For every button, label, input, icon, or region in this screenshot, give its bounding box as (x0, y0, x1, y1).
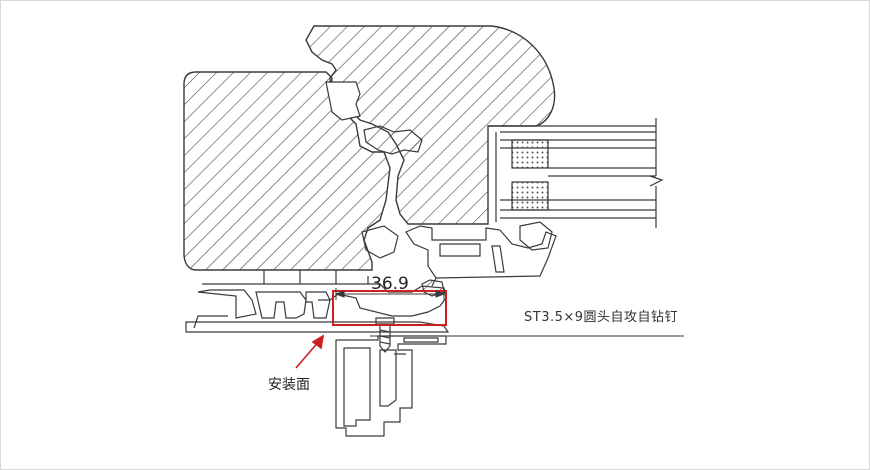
glazing-unit (488, 118, 664, 228)
dimension-line (334, 288, 446, 300)
mounting-face-label: 安装面 (268, 377, 310, 393)
screw-specification-label: ST3.5×9圆头自攻自钻钉 (524, 310, 679, 325)
highlight-box (332, 290, 447, 326)
frame-groove (325, 81, 361, 121)
spacer-bar-top (511, 139, 549, 169)
screw-icon (375, 317, 395, 353)
glazing-gasket (363, 125, 423, 155)
dimension-label: 36.9 (371, 274, 409, 294)
fixing-bracket (335, 335, 447, 437)
spacer-bar-bottom (511, 181, 549, 211)
frame-wood-profile (183, 71, 391, 271)
lower-glazing-bead (519, 221, 553, 251)
red-arrow-icon (295, 334, 325, 369)
